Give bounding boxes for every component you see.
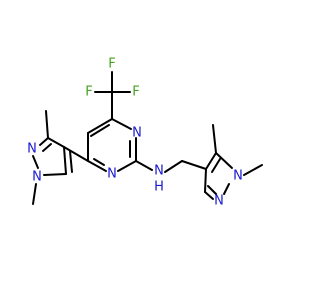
bond-rpz-c4-c5-double <box>211 158 221 173</box>
bond-ch2-c4prime <box>181 160 207 170</box>
atom-right-pz-n1: N <box>233 169 243 184</box>
atom-nh-h: H <box>154 180 164 195</box>
bond-lpz-c4-c5 <box>63 146 67 175</box>
atom-left-pz-n2: N <box>27 142 37 157</box>
atom-nh-n: N <box>154 164 164 179</box>
bond-rpz-c5-methyl <box>212 124 217 154</box>
bond-lpz-c3-c4 <box>47 137 65 148</box>
bond-rpz-n1-methyl <box>243 164 263 176</box>
bond-n1-c2 <box>117 160 137 172</box>
bond-lpz-n2-c3-double <box>42 143 52 152</box>
bond-rpz-c4-c5 <box>205 152 217 170</box>
atom-labels: F F F N N N H N N N N <box>27 57 243 209</box>
atom-f-right: F <box>132 85 139 100</box>
bond-rpz-c5-n1 <box>215 152 233 169</box>
atom-f-left: F <box>85 85 92 100</box>
bond-rpz-n2-c3 <box>204 191 214 200</box>
bond-c6-n1-double <box>93 158 105 166</box>
bond-c6-lpz <box>63 146 89 162</box>
bond-lpz-n1-methyl <box>32 183 37 205</box>
bonds <box>32 71 263 205</box>
bond-c2-nh <box>135 160 153 171</box>
bond-lpz-c3-methyl <box>45 110 49 139</box>
bond-nh-ch2 <box>164 160 183 173</box>
atom-left-pz-n1: N <box>32 170 42 185</box>
bond-rpz-n2-c3-double <box>207 185 217 195</box>
bond-c6-n1 <box>87 160 107 172</box>
bond-n3-c4 <box>111 118 132 130</box>
bond-rpz-c3-c4 <box>204 168 207 193</box>
bond-c4-c5-double <box>90 124 110 137</box>
bond-c4-c5 <box>87 118 113 134</box>
bond-lpz-n2-c3 <box>39 137 49 146</box>
bond-rpz-n1-n2 <box>223 183 230 195</box>
atom-right-pz-n2: N <box>214 194 224 209</box>
atom-n-ring-upper: N <box>132 126 142 141</box>
atom-f-top: F <box>108 57 115 72</box>
atom-n-ring-lower: N <box>107 167 117 182</box>
bond-lpz-c4-c5-double <box>69 150 73 173</box>
bond-lpz-c5-n1 <box>43 173 67 176</box>
molecule-structure: F F F N N N H N N N N <box>27 57 263 209</box>
bond-lpz-n1-n2 <box>32 155 39 169</box>
